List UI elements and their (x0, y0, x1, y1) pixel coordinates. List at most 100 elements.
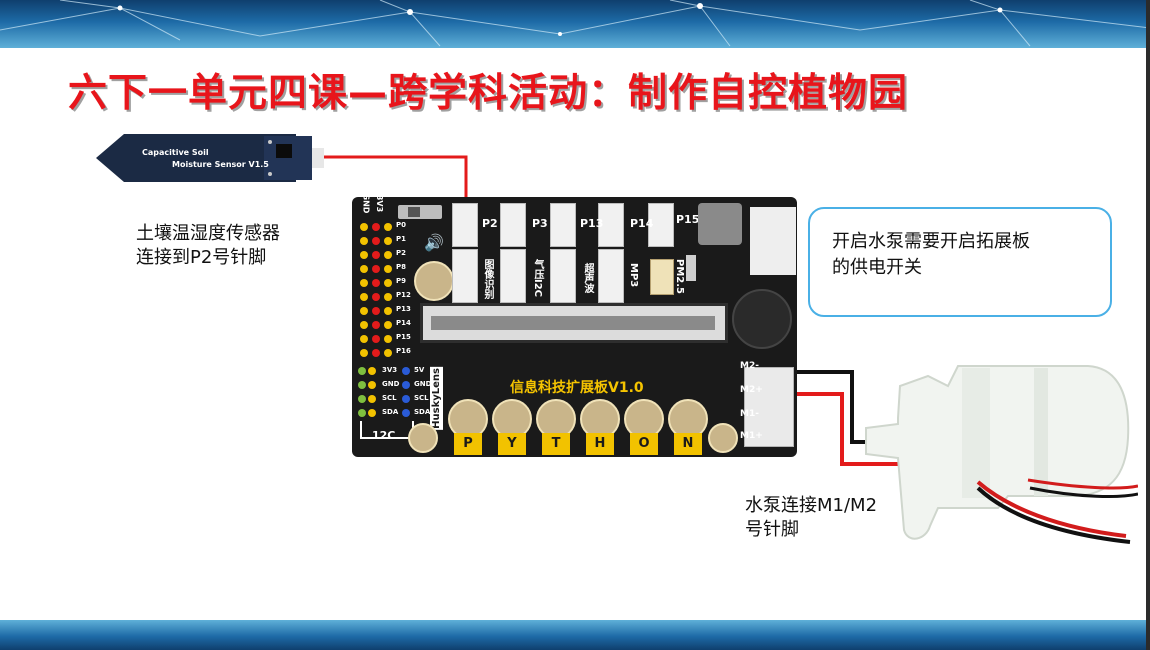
pump-red-wire (757, 392, 908, 466)
header-pin (384, 349, 392, 357)
lens-pin (402, 395, 410, 403)
pin-label-p16: P16 (396, 347, 411, 355)
callout-line1: 开启水泵需要开启拓展板 (832, 231, 1030, 252)
i2c-pin (368, 381, 376, 389)
header-pin (384, 265, 392, 273)
i2c-pin (358, 409, 366, 417)
speaker-icon: 🔊 (424, 233, 444, 252)
pump-note-line1: 水泵连接M1/M2 (745, 495, 878, 516)
header-pin (360, 251, 368, 259)
usb-port (698, 203, 742, 245)
i2c-label: 12C (372, 429, 396, 442)
touch-pad-n[interactable] (668, 399, 708, 439)
header-pin (372, 293, 380, 301)
port-label-pressure: 气压I2C (532, 259, 543, 298)
water-pump (858, 358, 1139, 548)
port-mp3-left (598, 249, 624, 303)
lcd-display (420, 303, 728, 343)
board-title: 信息科技扩展板V1.0 (510, 380, 644, 396)
lens-pin (402, 409, 410, 417)
slide-title: 六下一单元四课—跨学科活动：制作自控植物园 (68, 71, 909, 116)
header-pin (360, 223, 368, 231)
port-p14-left (598, 203, 624, 247)
network-decoration (0, 0, 1150, 47)
window-edge (1146, 0, 1150, 650)
buzzer (732, 289, 792, 349)
port-label-p13: P13 (580, 217, 604, 230)
i2c-pin (358, 395, 366, 403)
i2c-pin (358, 367, 366, 375)
pin-label-p8: P8 (396, 263, 407, 271)
lens-pin-label: 5V (414, 366, 425, 374)
port-label-ultrasonic: 超声波 (582, 263, 593, 293)
pad-a (414, 261, 454, 301)
port-label-mp3: MP3 (628, 263, 639, 288)
sensor-note-line1: 土壤温湿度传感器 (136, 223, 280, 244)
lens-pin-label: GND (414, 380, 432, 388)
sensor-text-1: Capacitive Soil (142, 148, 209, 157)
i2c-pin-label: SCL (382, 394, 397, 402)
header-pin (360, 321, 368, 329)
touch-pad-o[interactable] (624, 399, 664, 439)
port-label-p2: P2 (482, 217, 498, 230)
sensor-text-2: Moisture Sensor V1.5 (172, 160, 269, 169)
touch-pad-y[interactable] (492, 399, 532, 439)
header-pin (372, 279, 380, 287)
header-pin (360, 335, 368, 343)
pump-note-line2: 号针脚 (745, 519, 799, 540)
header-pin (372, 237, 380, 245)
motor-label-m2-plus: M2+ (740, 385, 763, 395)
port-label-p15: P15 (676, 213, 700, 226)
i2c-pin-label: SDA (382, 408, 399, 416)
pin-label-p13: P13 (396, 305, 411, 313)
i2c-pin-label: GND (382, 380, 400, 388)
port-p2-top (452, 203, 478, 247)
i2c-pin (358, 381, 366, 389)
side-connector (750, 207, 796, 275)
lens-pin (402, 381, 410, 389)
pin-label-p14: P14 (396, 319, 411, 327)
header-pin (372, 265, 380, 273)
motor-connector (744, 367, 794, 447)
header-pin (372, 223, 380, 231)
switch-knob (408, 207, 420, 217)
i2c-pin-label: 3V3 (382, 366, 398, 374)
touch-pad-letter: Y (498, 433, 526, 455)
port-p15-left (648, 203, 674, 247)
port-ultrasonic (550, 249, 576, 303)
port-p13-top (550, 203, 576, 247)
led-strip (686, 255, 696, 281)
huskylens-label: HuskyLens (430, 367, 443, 430)
port-label-pm25: PM2.5 (674, 259, 685, 294)
header-pin (384, 279, 392, 287)
header-pin (384, 321, 392, 329)
header-pin (372, 335, 380, 343)
header-pin (360, 307, 368, 315)
header-pin (384, 251, 392, 259)
pin-label-p2: P2 (396, 249, 407, 257)
pin-label-p1: P1 (396, 235, 407, 243)
touch-pad-letter: H (586, 433, 614, 455)
header-pin (384, 307, 392, 315)
soil-moisture-sensor: Capacitive Soil Moisture Sensor V1.5 (96, 132, 324, 184)
header-pin (372, 251, 380, 259)
pad-left-small (408, 423, 438, 453)
header-pin (360, 265, 368, 273)
touch-pad-letter: N (674, 433, 702, 455)
motor-label-m1-plus: M1+ (740, 431, 763, 441)
lens-pin (402, 367, 410, 375)
header-pin (384, 237, 392, 245)
lens-pin-label: SDA (414, 408, 431, 416)
header-pin (360, 237, 368, 245)
power-switch[interactable] (398, 205, 442, 219)
port-p3-top (500, 203, 526, 247)
port-label-p3: P3 (532, 217, 548, 230)
header-pin (372, 321, 380, 329)
header-pin (372, 307, 380, 315)
port-label-image: 图像识别 (482, 259, 493, 299)
motor-label-m1-minus: M1- (740, 409, 759, 419)
sensor-note: 土壤温湿度传感器 连接到P2号针脚 (136, 222, 280, 270)
footer-band (0, 620, 1150, 650)
header-pin (384, 293, 392, 301)
